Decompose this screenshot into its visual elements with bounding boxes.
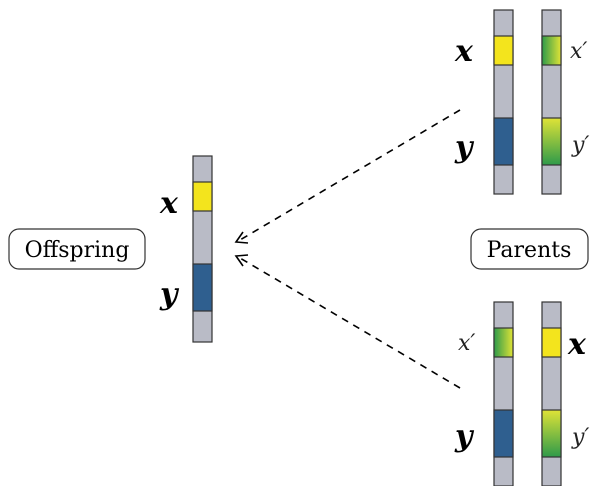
allele-y bbox=[493, 409, 514, 458]
parent-top-locus-x-prime-label: x′ bbox=[570, 39, 587, 64]
allele-x bbox=[541, 327, 562, 358]
offspring-chromosome bbox=[192, 155, 213, 343]
allele-x-prime bbox=[493, 327, 514, 358]
offspring-locus-x-label: x bbox=[159, 186, 179, 221]
allele-y bbox=[192, 263, 213, 312]
allele-x bbox=[192, 181, 213, 212]
arrow-from-parent-top bbox=[239, 109, 461, 241]
allele-x bbox=[493, 35, 514, 66]
parent-bottom-left-chromosome bbox=[493, 301, 514, 486]
parent-top-left-chromosome bbox=[493, 9, 514, 195]
parent-top-locus-x-label: x bbox=[454, 34, 474, 69]
offspring-label-box: Offspring bbox=[8, 228, 146, 270]
parent-top-locus-y-label: y bbox=[454, 130, 475, 165]
parent-bottom-locus-x-label: x bbox=[567, 327, 587, 362]
parent-bottom-right-chromosome bbox=[541, 301, 562, 486]
parent-bottom-locus-y-label: y bbox=[454, 419, 475, 454]
allele-y-prime bbox=[541, 409, 562, 458]
parent-bottom-locus-x-prime-label: x′ bbox=[458, 331, 475, 356]
arrowhead-top bbox=[234, 231, 249, 244]
allele-y bbox=[493, 117, 514, 166]
parents-label-box: Parents bbox=[470, 228, 589, 270]
allele-y-prime bbox=[541, 117, 562, 166]
offspring-label: Offspring bbox=[25, 238, 130, 263]
parent-top-locus-y-prime-label: y′ bbox=[571, 133, 589, 158]
offspring-locus-y-label: y bbox=[159, 277, 180, 312]
inheritance-arrows bbox=[234, 109, 461, 389]
arrow-from-parent-bottom bbox=[239, 257, 461, 389]
parent-top-right-chromosome bbox=[541, 9, 562, 195]
arrowhead-bottom bbox=[234, 254, 249, 267]
parent-bottom-locus-y-prime-label: y′ bbox=[571, 425, 589, 450]
parents-label: Parents bbox=[487, 238, 572, 263]
allele-x-prime bbox=[541, 35, 562, 66]
